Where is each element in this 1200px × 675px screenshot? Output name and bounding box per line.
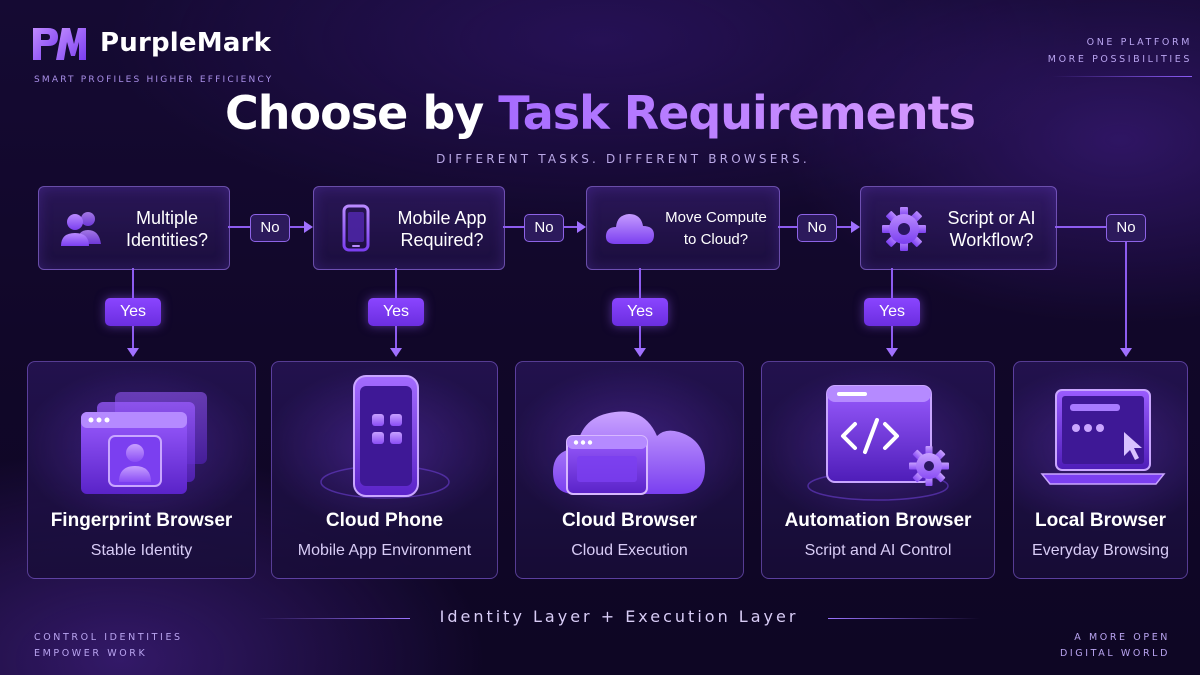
brand-tagline: SMART PROFILES HIGHER EFFICIENCY <box>34 75 274 85</box>
question-mobile-app: Mobile App Required? <box>313 186 505 270</box>
card-4-title: Automation Browser <box>784 510 972 531</box>
question-2-line2: Required? <box>400 230 484 250</box>
question-1-line1: Multiple <box>135 208 199 228</box>
no-label-2: No <box>524 214 564 242</box>
footer-divider-left <box>258 618 410 619</box>
browser-profile-icon <box>80 392 207 494</box>
top-right-tagline: ONE PLATFORM MORE POSSIBILITIES <box>1047 34 1192 77</box>
no-label-3: No <box>797 214 837 242</box>
no-connector-4 <box>1055 226 1127 228</box>
top-right-line2: MORE POSSIBILITIES <box>1047 54 1192 65</box>
yes-label-2: Yes <box>368 298 424 326</box>
footer-right-line1: A MORE OPEN <box>1074 632 1170 643</box>
card-3-subtitle: Cloud Execution <box>571 542 688 559</box>
footer-divider-right <box>828 618 980 619</box>
question-3-line1: Move Compute <box>665 209 767 226</box>
footer-right-tagline: A MORE OPEN DIGITAL WORLD <box>1060 630 1170 662</box>
yes-label-1: Yes <box>105 298 161 326</box>
cloud-icon <box>605 214 654 244</box>
page-subtitle: DIFFERENT TASKS. DIFFERENT BROWSERS. <box>436 152 810 166</box>
yes-label-4: Yes <box>864 298 920 326</box>
laptop-cursor-icon <box>1039 389 1166 485</box>
smartphone-icon <box>342 204 370 252</box>
card-2-title: Cloud Phone <box>325 510 444 531</box>
page-title: Choose by Task Requirements <box>0 86 1200 140</box>
no-arrow-2 <box>577 221 586 233</box>
footer-left-line2: EMPOWER WORK <box>34 648 148 659</box>
question-script-ai: Script or AI Workflow? <box>860 186 1057 270</box>
yes-arrow-1 <box>127 348 139 357</box>
brand-name: PurpleMark <box>100 28 272 58</box>
yes-arrow-2 <box>390 348 402 357</box>
card-cloud-browser: Cloud Browser Cloud Execution <box>515 361 744 579</box>
card-5-title: Local Browser <box>1035 510 1166 531</box>
footer-left-line1: CONTROL IDENTITIES <box>34 632 183 643</box>
card-1-title: Fingerprint Browser <box>50 510 233 531</box>
question-2-line1: Mobile App <box>397 208 487 228</box>
footer-layers: Identity Layer + Execution Layer <box>439 607 799 626</box>
card-fingerprint-browser: Fingerprint Browser Stable Identity <box>27 361 256 579</box>
title-part2: Task Requirements <box>498 86 976 140</box>
card-cloud-phone: Cloud Phone Mobile App Environment <box>271 361 498 579</box>
card-2-subtitle: Mobile App Environment <box>297 542 472 559</box>
card-4-subtitle: Script and AI Control <box>804 542 952 559</box>
gear-icon <box>882 207 926 251</box>
brand: PurpleMark SMART PROFILES HIGHER EFFICIE… <box>30 24 330 94</box>
yes-arrow-3 <box>634 348 646 357</box>
code-gear-icon <box>807 385 949 501</box>
question-4-line1: Script or AI <box>947 208 1036 228</box>
no-arrow-3 <box>851 221 860 233</box>
no-arrow-4 <box>1120 348 1132 357</box>
question-1-line2: Identities? <box>125 230 209 250</box>
no-connector-4-down <box>1125 226 1127 348</box>
no-arrow-1 <box>304 221 313 233</box>
top-right-line1: ONE PLATFORM <box>1086 37 1192 48</box>
yes-arrow-4 <box>886 348 898 357</box>
yes-label-3: Yes <box>612 298 668 326</box>
users-icon <box>61 212 101 246</box>
card-local-browser: Local Browser Everyday Browsing <box>1013 361 1188 579</box>
no-label-1: No <box>250 214 290 242</box>
footer-left-tagline: CONTROL IDENTITIES EMPOWER WORK <box>34 630 183 662</box>
title-part1: Choose by <box>225 86 484 140</box>
purplemark-logo <box>33 28 86 60</box>
phone-apps-icon <box>319 375 450 499</box>
top-right-divider <box>1052 76 1192 77</box>
question-3-line2: to Cloud? <box>683 231 749 248</box>
no-label-4: No <box>1106 214 1146 242</box>
question-move-compute: Move Compute to Cloud? <box>586 186 780 270</box>
card-1-subtitle: Stable Identity <box>90 542 193 559</box>
footer-right-line2: DIGITAL WORLD <box>1059 648 1170 659</box>
card-automation-browser: Automation Browser Script and AI Control <box>761 361 995 579</box>
card-3-title: Cloud Browser <box>561 510 698 531</box>
card-5-subtitle: Everyday Browsing <box>1032 542 1169 559</box>
question-4-line2: Workflow? <box>949 230 1034 250</box>
question-multiple-identities: Multiple Identities? <box>38 186 230 270</box>
cloud-window-icon <box>552 411 705 495</box>
